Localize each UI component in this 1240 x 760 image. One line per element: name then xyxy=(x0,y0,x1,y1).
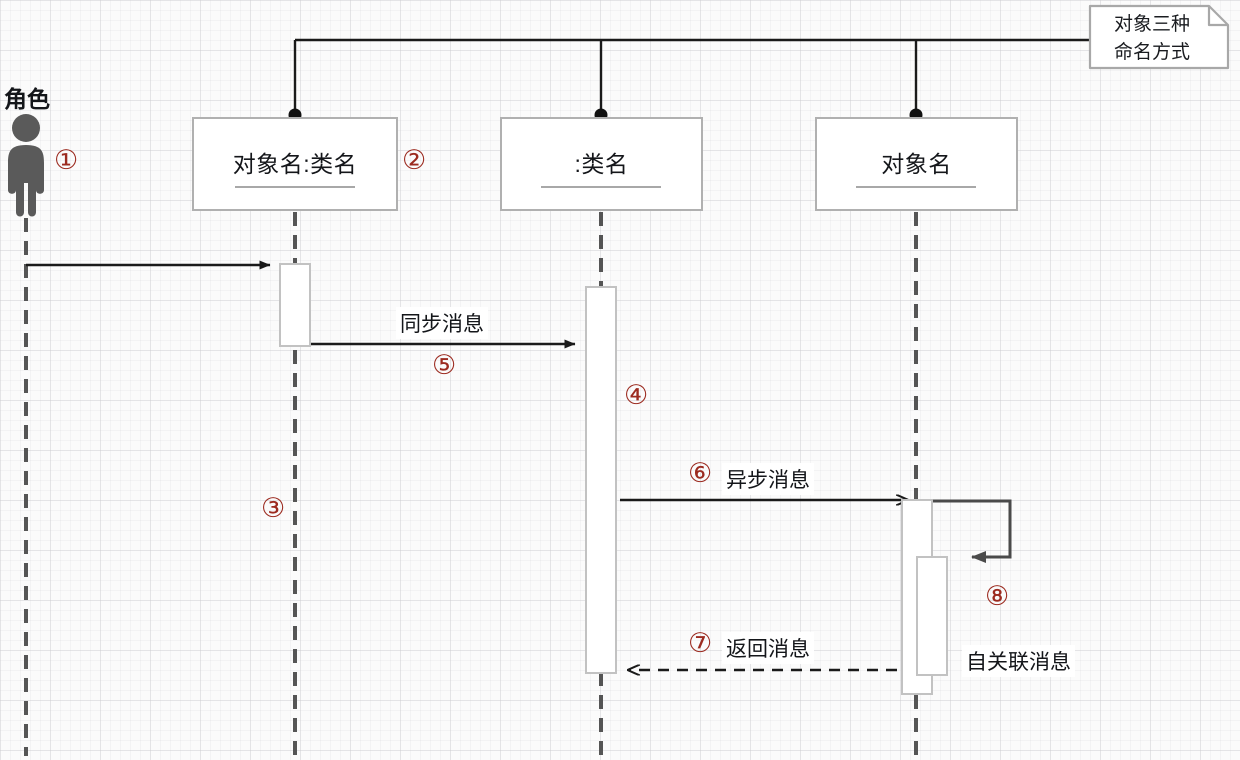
step-marker-8: ⑧ xyxy=(985,581,1010,612)
activation-p1[interactable] xyxy=(279,263,311,347)
step-marker-6: ⑥ xyxy=(688,458,713,489)
message-label-synchronous: 同步消息 xyxy=(396,307,488,339)
step-marker-7: ⑦ xyxy=(688,628,713,659)
participant-3-underline xyxy=(856,186,976,188)
participant-box-1[interactable] xyxy=(192,117,398,211)
actor-label: 角色 xyxy=(4,86,50,112)
participant-3-name: 对象名 xyxy=(881,151,952,177)
activation-p3-inner[interactable] xyxy=(916,556,948,676)
participant-1-name: 对象名:类名 xyxy=(232,151,358,177)
lifelines-group xyxy=(24,212,918,756)
step-marker-4: ④ xyxy=(624,380,649,411)
step-marker-2: ② xyxy=(402,145,427,176)
actor-person-icon xyxy=(8,114,44,217)
step-marker-3: ③ xyxy=(261,493,286,524)
participant-box-3[interactable] xyxy=(815,117,1018,211)
note-connector-tree xyxy=(288,38,1090,122)
message-label-return: 返回消息 xyxy=(722,632,814,664)
activation-p2[interactable] xyxy=(585,286,617,674)
step-marker-5: ⑤ xyxy=(432,350,457,381)
message-label-asynchronous: 异步消息 xyxy=(722,463,814,495)
step-marker-1: ① xyxy=(54,145,79,176)
note-shape xyxy=(1088,4,1230,70)
message-self-loop xyxy=(932,499,1012,563)
message-label-self: 自关联消息 xyxy=(962,645,1075,677)
participant-2-name: :类名 xyxy=(574,151,629,177)
participant-1-underline xyxy=(235,186,355,188)
note-line-1: 对象三种 xyxy=(1114,14,1191,35)
note-line-2: 命名方式 xyxy=(1114,42,1191,63)
participant-2-underline xyxy=(541,186,661,188)
participant-box-2[interactable] xyxy=(500,117,703,211)
